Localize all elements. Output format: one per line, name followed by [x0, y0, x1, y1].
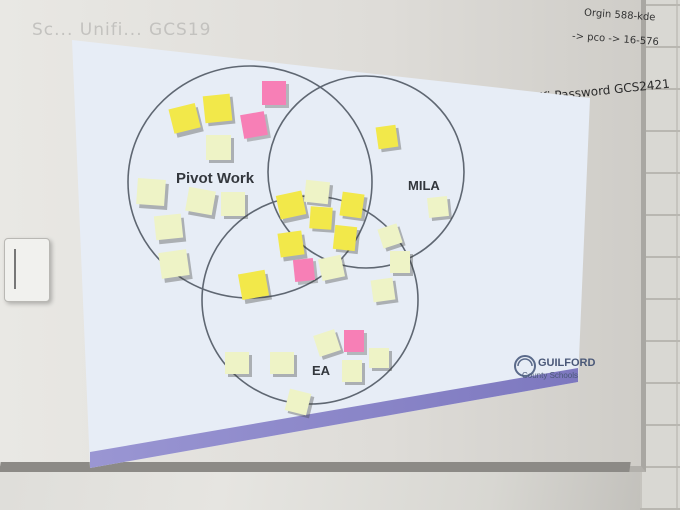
sticky-note-pale: [303, 179, 334, 208]
label-pivot-work: Pivot Work: [176, 170, 255, 187]
slide-purple-band: [90, 368, 578, 468]
logo-arc-icon: [517, 358, 533, 367]
logo-text-line1: GUILFORD: [538, 357, 595, 369]
sticky-note-pink: [344, 330, 367, 355]
sticky-note-pale: [221, 192, 248, 219]
guilford-logo: GUILFORD County Schools: [514, 355, 595, 380]
sticky-note-yellow: [277, 230, 308, 262]
sticky-note-pale: [390, 251, 413, 276]
logo-mark-icon: [514, 355, 536, 377]
sticky-notes: [136, 81, 452, 419]
sticky-note-yellow: [309, 206, 336, 233]
sticky-note-pink: [262, 81, 289, 108]
label-mila: MILA: [408, 178, 440, 193]
sticky-note-pale: [342, 360, 365, 385]
slide-background: [72, 40, 590, 468]
faint-writing: Sc... Unifi... GCS19: [32, 20, 212, 40]
sticky-note-pale: [369, 348, 392, 371]
sticky-note-pale: [185, 186, 219, 220]
sticky-note-yellow: [202, 93, 236, 127]
wall-sensor: [4, 238, 50, 302]
venn-circle-mila: [267, 75, 465, 269]
sticky-note-yellow: [375, 124, 402, 153]
sticky-note-pale: [225, 352, 252, 377]
sticky-note-yellow: [332, 224, 361, 255]
sticky-note-yellow: [168, 102, 204, 138]
sticky-note-pale: [206, 135, 234, 163]
sticky-note-pale: [427, 196, 452, 221]
sticky-note-pale: [313, 329, 344, 360]
sticky-note-yellow: [237, 269, 273, 305]
sticky-note-pale: [284, 388, 315, 419]
sticky-note-pink: [292, 258, 319, 285]
sticky-note-pale: [377, 223, 406, 252]
sticky-note-pale: [270, 352, 297, 377]
sticky-note-pale: [370, 277, 399, 306]
sticky-note-pale: [136, 178, 169, 210]
sticky-note-yellow: [339, 191, 368, 222]
logo-text-line2: County Schools: [522, 371, 578, 380]
sticky-note-pale: [317, 254, 349, 285]
sticky-note-pale: [158, 249, 193, 283]
sticky-note-yellow: [275, 190, 310, 224]
sticky-note-pink: [240, 111, 271, 142]
sticky-note-pale: [153, 213, 187, 245]
label-ea: EA: [312, 363, 331, 378]
brick-wall: [640, 0, 680, 510]
